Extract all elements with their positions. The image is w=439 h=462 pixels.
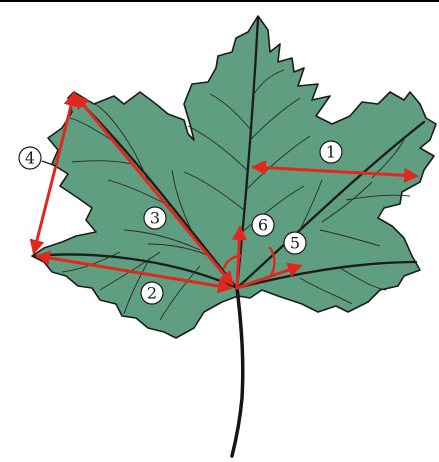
arrow-5 (235, 262, 303, 290)
label-2: 2 (140, 281, 164, 305)
svg-text:2: 2 (147, 284, 157, 303)
label-4-leader (41, 160, 57, 167)
svg-text:3: 3 (150, 209, 160, 228)
svg-text:4: 4 (25, 149, 35, 168)
arrow-4 (29, 91, 79, 255)
leaf-stem (230, 286, 245, 458)
svg-text:6: 6 (258, 216, 268, 235)
label-5: 5 (283, 231, 307, 255)
measurement-arrows (29, 91, 419, 294)
arrow-1 (251, 160, 419, 183)
svg-text:5: 5 (290, 234, 300, 253)
label-4: 4 (18, 146, 42, 170)
svg-text:1: 1 (326, 143, 336, 162)
angle-arc-5 (268, 246, 276, 279)
label-1: 1 (319, 140, 343, 164)
number-labels: 1 2 3 4 5 6 (18, 140, 343, 305)
maple-leaf-shape (31, 15, 437, 339)
arrow-3 (74, 93, 234, 287)
label-6: 6 (251, 213, 275, 237)
label-3: 3 (143, 206, 167, 230)
angle-arc-6 (222, 254, 243, 270)
arrow-6 (231, 225, 247, 290)
